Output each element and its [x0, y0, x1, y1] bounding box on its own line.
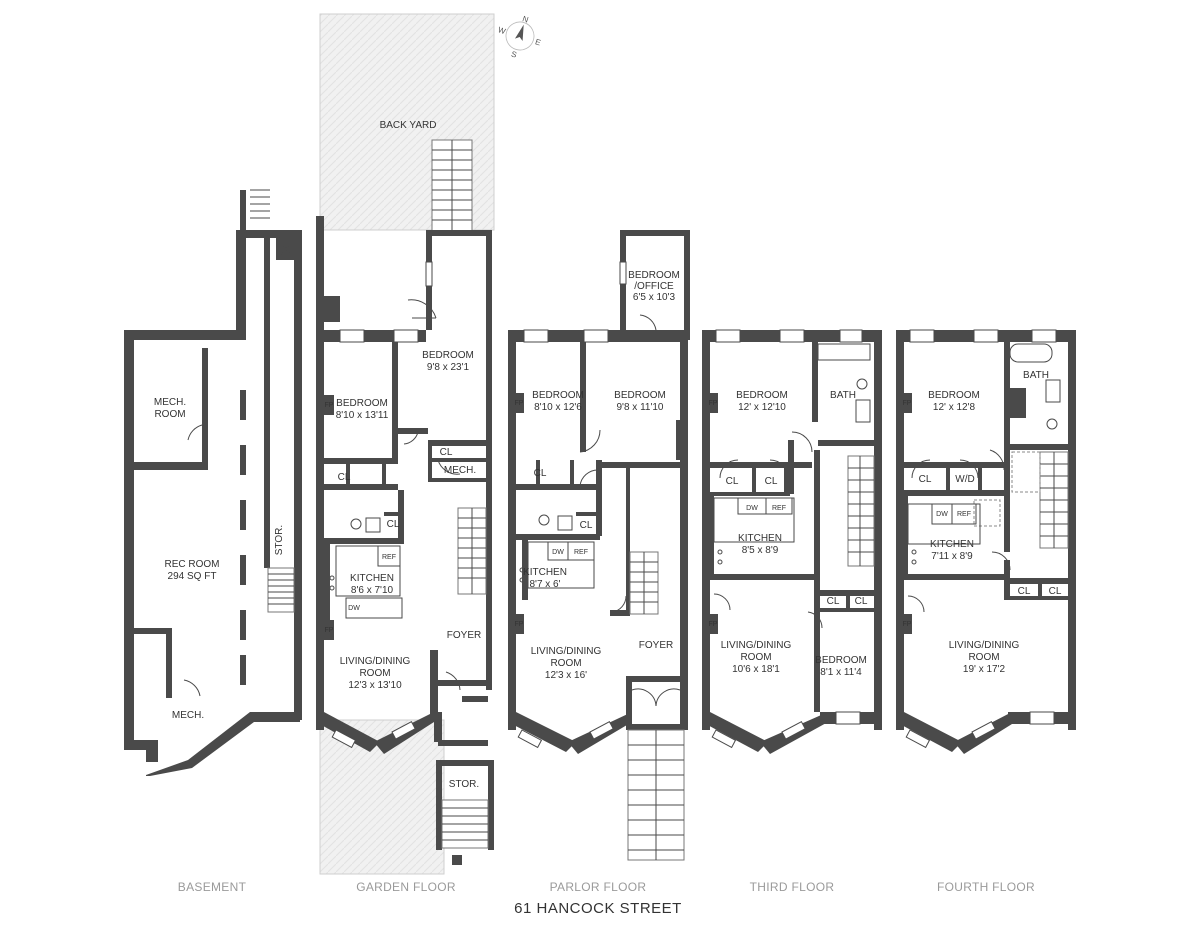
fourth-floor-name: FOURTH FLOOR [937, 880, 1035, 894]
fourth-living-size: 19' x 17'2 [963, 664, 1006, 675]
third-bedroom2-label: BEDROOM [815, 655, 867, 666]
parlor-cl-1: CL [534, 468, 547, 479]
parlor-bedroom-b-size: 9'8 x 11'10 [616, 402, 663, 413]
third-dw-label: DW [746, 505, 758, 512]
compass-icon: N E S W [497, 14, 542, 59]
parlor-bedroom-office-size: 6'5 x 10'3 [633, 292, 676, 303]
parlor-bedroom-b-label: BEDROOM [614, 390, 666, 401]
garden-bedroom-rear-size: 9'8 x 23'1 [427, 362, 470, 373]
fourth-fp-1: FP [903, 400, 912, 407]
garden-fp-2: FP [325, 627, 334, 634]
basement-plan: MECH. ROOM REC ROOM 294 SQ FT STOR. MECH… [124, 189, 302, 776]
garden-bedroom-size: 8'10 x 13'11 [336, 410, 389, 421]
third-living-label: LIVING/DINING [721, 640, 792, 651]
fourth-cl-1: CL [919, 474, 932, 485]
third-fp-2: FP [709, 621, 718, 628]
basement-rec-room-size: 294 SQ FT [168, 571, 217, 582]
parlor-living-label: LIVING/DINING [531, 646, 602, 657]
garden-foyer-label: FOYER [447, 630, 481, 641]
third-cl-4: CL [855, 596, 868, 607]
parlor-fp-2: FP [515, 621, 524, 628]
third-kitchen-label: KITCHEN [738, 533, 782, 544]
basement-floor-name: BASEMENT [178, 880, 247, 894]
garden-mech-label: MECH. [444, 465, 476, 476]
garden-bedroom-rear-label: BEDROOM [422, 350, 474, 361]
fourth-kitchen-size: 7'11 x 8'9 [931, 551, 973, 562]
garden-living-label: LIVING/DINING [340, 656, 411, 667]
compass-e: E [534, 37, 542, 47]
third-bedroom-size: 12' x 12'10 [738, 402, 786, 413]
basement-mech-room-label: MECH. [154, 397, 186, 408]
parlor-living-label-2: ROOM [550, 658, 581, 669]
parlor-living-size: 12'3 x 16' [545, 670, 587, 681]
compass-s: S [510, 49, 518, 59]
basement-mech-label: MECH. [172, 710, 204, 721]
parlor-cl-2: CL [580, 520, 593, 531]
garden-ref-label: REF [382, 554, 396, 561]
third-living-size: 10'6 x 18'1 [732, 664, 780, 675]
garden-stor-label: STOR. [449, 779, 479, 790]
third-floor-name: THIRD FLOOR [750, 880, 835, 894]
third-bath-label: BATH [830, 390, 856, 401]
fourth-kitchen-label: KITCHEN [930, 539, 974, 550]
third-floor-plan: BEDROOM 12' x 12'10 BATH FP CL CL DW REF… [702, 329, 882, 754]
fourth-ref-label: REF [957, 511, 971, 518]
third-cl-3: CL [827, 596, 840, 607]
fourth-fp-2: FP [903, 621, 912, 628]
garden-cl-1: CL [440, 447, 453, 458]
garden-cl-3: CL [387, 519, 400, 530]
garden-floor-plan: BEDROOM 9'8 x 23'1 BEDROOM 8'10 x 13'11 … [316, 13, 495, 875]
garden-cl-2: CL [338, 472, 351, 483]
parlor-bedroom-office-label: BEDROOM [628, 270, 680, 281]
fourth-dw-label: DW [936, 511, 948, 518]
garden-fp-1: FP [325, 402, 334, 409]
fourth-floor-plan: BEDROOM 12' x 12'8 BATH FP CL W/D DW REF… [896, 329, 1076, 754]
third-bedroom-label: BEDROOM [736, 390, 788, 401]
compass-w: W [497, 25, 507, 36]
third-ref-label: REF [772, 505, 786, 512]
third-cl-2: CL [765, 476, 778, 487]
garden-dw-label: DW [348, 605, 360, 612]
basement-rec-room-label: REC ROOM [165, 559, 220, 570]
third-kitchen-size: 8'5 x 8'9 [742, 545, 779, 556]
back-yard-label: BACK YARD [380, 120, 437, 131]
garden-floor-name: GARDEN FLOOR [356, 880, 456, 894]
parlor-floor-name: PARLOR FLOOR [550, 880, 647, 894]
third-bedroom2-size: 8'1 x 11'4 [820, 667, 862, 678]
basement-stor-label: STOR. [274, 525, 285, 555]
fourth-bedroom-label: BEDROOM [928, 390, 980, 401]
fourth-bath-label: BATH [1023, 370, 1049, 381]
parlor-bedroom-a-label: BEDROOM [532, 390, 584, 401]
garden-kitchen-label: KITCHEN [350, 573, 394, 584]
address-title: 61 HANCOCK STREET [514, 900, 682, 917]
parlor-dw-label: DW [552, 549, 564, 556]
third-living-label-2: ROOM [740, 652, 771, 663]
garden-living-label-2: ROOM [359, 668, 390, 679]
compass-n: N [521, 14, 529, 24]
fourth-cl-2: CL [1018, 586, 1031, 597]
third-cl-1: CL [726, 476, 739, 487]
fourth-bedroom-size: 12' x 12'8 [933, 402, 976, 413]
fourth-living-label: LIVING/DINING [949, 640, 1020, 651]
third-fp-1: FP [709, 400, 718, 407]
fourth-cl-3: CL [1049, 586, 1062, 597]
parlor-kitchen-size: 8'7 x 6' [529, 579, 560, 590]
basement-mech-room-label-2: ROOM [154, 409, 185, 420]
parlor-foyer-label: FOYER [639, 640, 673, 651]
parlor-bedroom-a-size: 8'10 x 12'6 [534, 402, 582, 413]
parlor-kitchen-label: KITCHEN [523, 567, 567, 578]
parlor-ref-label: REF [574, 549, 588, 556]
parlor-fp-1: FP [515, 400, 524, 407]
parlor-bedroom-office-label-2: /OFFICE [634, 281, 674, 292]
parlor-floor-plan: BEDROOM /OFFICE 6'5 x 10'3 BEDROOM 8'10 … [508, 230, 690, 861]
garden-bedroom-label: BEDROOM [336, 398, 388, 409]
fourth-living-label-2: ROOM [968, 652, 999, 663]
garden-kitchen-size: 8'6 x 7'10 [351, 585, 394, 596]
fourth-wd-label: W/D [955, 474, 974, 485]
garden-living-size: 12'3 x 13'10 [348, 680, 402, 691]
